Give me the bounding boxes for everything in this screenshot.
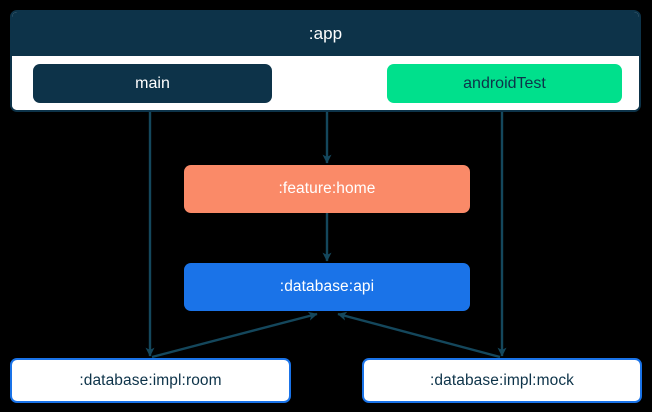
source-set-androidtest[interactable]: androidTest <box>387 64 622 103</box>
module-app-title: :app <box>308 24 343 43</box>
module-app-container[interactable]: :app main androidTest <box>10 10 641 112</box>
source-set-androidtest-label: androidTest <box>463 74 546 92</box>
source-set-main[interactable]: main <box>33 64 272 103</box>
module-app-header: :app <box>12 12 639 56</box>
node-database-api-label: :database:api <box>279 278 375 295</box>
node-feature-home[interactable]: :feature:home <box>184 165 470 213</box>
node-database-impl-room[interactable]: :database:impl:room <box>10 358 291 403</box>
edge-database-impl-mock-to-database-api <box>337 311 501 359</box>
node-database-impl-room-label: :database:impl:room <box>79 371 222 389</box>
node-database-impl-mock-label: :database:impl:mock <box>429 371 575 389</box>
node-database-api[interactable]: :database:api <box>184 263 470 311</box>
source-set-main-label: main <box>135 74 170 92</box>
node-feature-home-label: :feature:home <box>278 180 376 197</box>
edge-database-impl-room-to-database-api <box>151 311 318 359</box>
node-database-impl-mock[interactable]: :database:impl:mock <box>362 358 642 403</box>
module-app-body: main androidTest <box>12 56 639 110</box>
